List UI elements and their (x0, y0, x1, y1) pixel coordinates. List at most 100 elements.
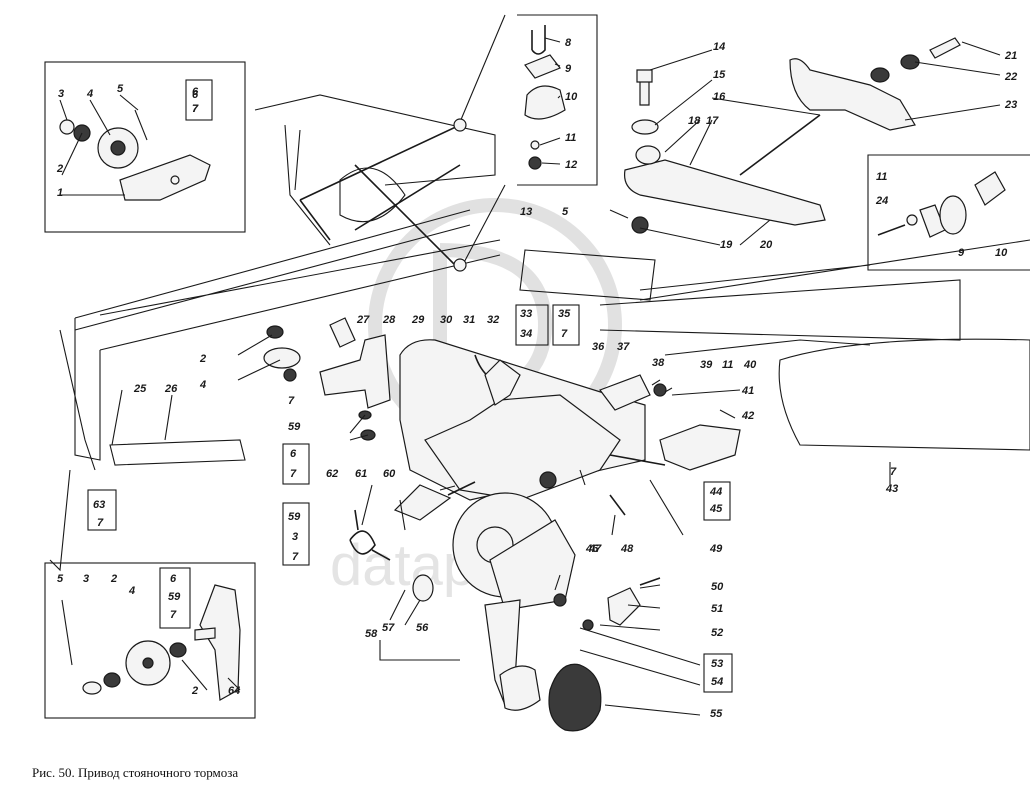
callout-41: 41 (741, 385, 754, 397)
callout-32: 32 (487, 314, 499, 326)
inset-top-left-parts (59, 109, 211, 201)
pedal-assembly (349, 481, 661, 732)
callout-21: 21 (1004, 50, 1017, 62)
callout-33: 33 (520, 308, 532, 320)
callout-54: 54 (711, 676, 723, 688)
callout-4: 4 (128, 585, 135, 597)
callout-37: 37 (617, 341, 630, 353)
callout-11: 11 (565, 132, 576, 144)
callout-7: 7 (288, 395, 295, 407)
callout-49: 49 (709, 543, 723, 555)
callout-10: 10 (565, 91, 578, 103)
callout-58: 58 (365, 628, 378, 640)
callout-15: 15 (713, 69, 726, 81)
stop-47 (539, 471, 557, 489)
callout-59: 59 (288, 421, 301, 433)
clamp-10 (524, 85, 566, 120)
callout-8: 8 (565, 37, 572, 49)
callout-2: 2 (110, 573, 117, 585)
cable-assembly (49, 14, 1030, 572)
bushing-56 (412, 574, 434, 602)
callout-42: 42 (741, 410, 754, 422)
bracket-64 (199, 584, 241, 701)
latch-51 (607, 587, 641, 626)
inset-right (867, 154, 1030, 271)
cover-42 (659, 424, 741, 471)
callout-9: 9 (565, 63, 572, 75)
washer-11 (530, 140, 540, 150)
callout-44: 44 (709, 486, 722, 498)
box-33-34 (515, 304, 549, 346)
callout-55: 55 (710, 708, 723, 720)
washer-11b (906, 214, 918, 226)
callout-36: 36 (592, 341, 605, 353)
callout-1: 1 (57, 187, 63, 199)
callout-5: 5 (562, 206, 569, 218)
callout-62: 62 (326, 468, 338, 480)
box-44-45 (703, 481, 731, 521)
sleeve-61 (393, 484, 452, 521)
callout-6: 6 (192, 89, 199, 101)
box-6-7-mid (282, 443, 310, 485)
callout-11: 11 (876, 171, 887, 183)
box-6-59-7 (159, 567, 191, 629)
callout-7: 7 (561, 328, 568, 340)
callout-57: 57 (382, 622, 395, 634)
nut-22b (900, 54, 920, 70)
inset-frames (44, 14, 1030, 719)
callout-10: 10 (995, 247, 1008, 259)
bolt-27 (329, 317, 356, 348)
spring-48 (609, 494, 626, 516)
inset-right-parts (877, 171, 1006, 238)
callout-2: 2 (191, 685, 198, 697)
washer-15 (631, 119, 659, 135)
washer-3b (82, 681, 102, 695)
pedal-pad (499, 665, 541, 711)
callout-52: 52 (711, 627, 723, 639)
callout-59: 59 (168, 591, 181, 603)
callout-47: 47 (588, 543, 602, 555)
callout-53: 53 (711, 658, 723, 670)
callout-25: 25 (133, 383, 147, 395)
callout-26: 26 (164, 383, 178, 395)
callout-3: 3 (83, 573, 89, 585)
inset-top-center (517, 14, 598, 186)
callout-40: 40 (743, 359, 757, 371)
plate-9 (524, 54, 561, 79)
callout-7: 7 (292, 551, 299, 563)
nut-2d (169, 642, 187, 658)
bracket-28 (319, 334, 391, 409)
nut-2c (103, 672, 121, 688)
rod-16 (739, 114, 821, 176)
callout-59: 59 (288, 511, 301, 523)
bushing-18 (635, 145, 661, 165)
cam-32 (484, 359, 521, 406)
callout-5: 5 (57, 573, 64, 585)
callout-7: 7 (192, 103, 199, 115)
box-35-7 (552, 304, 580, 346)
top-right-parts (609, 37, 961, 234)
callout-34: 34 (520, 328, 532, 340)
inset-top-center-parts (524, 25, 566, 170)
cotter-pin-5b (61, 599, 73, 666)
callout-17: 17 (706, 115, 719, 127)
callout-13: 13 (520, 206, 532, 218)
callout-38: 38 (652, 357, 665, 369)
callout-39: 39 (700, 359, 713, 371)
spring-62 (349, 509, 391, 561)
ratchet-plate (489, 519, 576, 611)
callout-3: 3 (292, 531, 298, 543)
callout-22: 22 (1004, 71, 1017, 83)
callout-46: 46 (585, 543, 599, 555)
callout-11: 11 (722, 359, 733, 371)
callout-24: 24 (875, 195, 888, 207)
callout-29: 29 (411, 314, 425, 326)
callout-6: 6 (192, 86, 199, 98)
nut-19 (631, 216, 649, 234)
callout-60: 60 (383, 468, 396, 480)
callout-7: 7 (170, 609, 177, 621)
callout-7: 7 (290, 468, 297, 480)
callout-28: 28 (382, 314, 396, 326)
bolt-50 (639, 577, 661, 586)
